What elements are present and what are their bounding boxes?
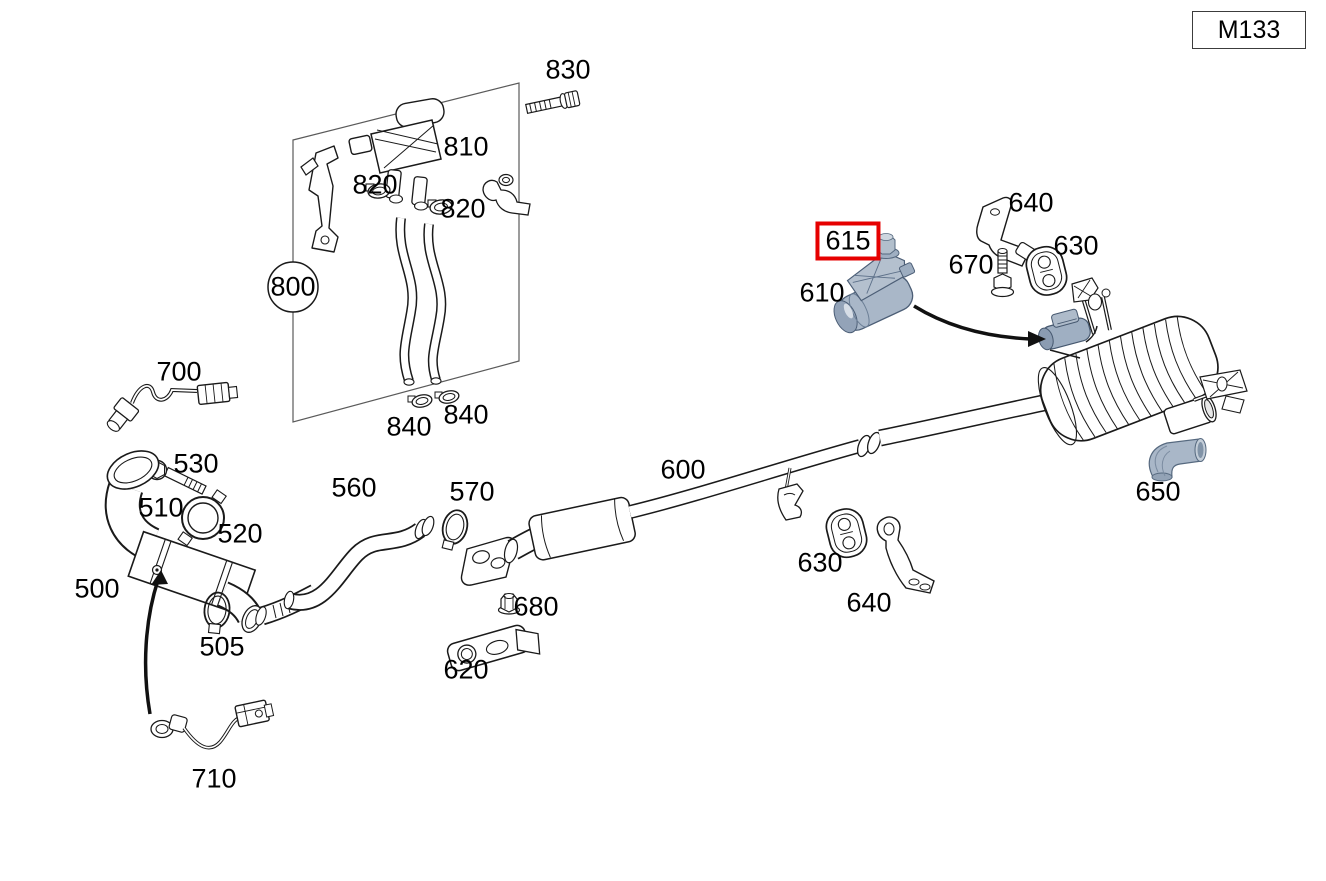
part-label-820[interactable]: 820 bbox=[352, 169, 398, 200]
part-label-680[interactable]: 680 bbox=[513, 591, 559, 622]
sensor-bracket bbox=[300, 145, 339, 253]
part-label-820[interactable]: 820 bbox=[440, 193, 486, 224]
part-label-810[interactable]: 810 bbox=[443, 131, 489, 162]
tail-pipe-650 bbox=[1148, 438, 1207, 482]
hose-clamp-820-a bbox=[365, 183, 391, 199]
clamp-510-520 bbox=[177, 489, 227, 547]
exhaust-flap-actuator-610 bbox=[833, 251, 916, 334]
rear-muffler bbox=[1037, 277, 1248, 446]
bolt-670 bbox=[990, 248, 1015, 298]
part-label-600[interactable]: 600 bbox=[660, 454, 706, 485]
muffler-hanger-right bbox=[1193, 369, 1248, 414]
part-label-840[interactable]: 840 bbox=[386, 411, 432, 442]
pressure-sensor-810 bbox=[348, 98, 445, 211]
bolt-830 bbox=[525, 90, 581, 115]
part-label-830[interactable]: 830 bbox=[545, 54, 591, 85]
nut-680 bbox=[497, 593, 521, 615]
bracket-640-bottom bbox=[876, 516, 935, 594]
part-label-530[interactable]: 530 bbox=[173, 448, 219, 479]
part-label-500[interactable]: 500 bbox=[74, 573, 120, 604]
center-pipe-600 bbox=[503, 393, 1050, 564]
flange-plate bbox=[460, 536, 516, 586]
rubber-mount-630-bottom bbox=[825, 508, 868, 559]
hose-clamp-840-a bbox=[407, 394, 433, 408]
part-label-570[interactable]: 570 bbox=[449, 476, 495, 507]
part-label-800[interactable]: 800 bbox=[270, 271, 316, 302]
arrow-to-catalytic-converter bbox=[143, 570, 168, 715]
part-label-630[interactable]: 630 bbox=[1053, 230, 1099, 261]
part-label-640[interactable]: 640 bbox=[846, 587, 892, 618]
callout-circle-800 bbox=[267, 261, 319, 313]
part-label-610[interactable]: 610 bbox=[799, 277, 845, 308]
clamp-505 bbox=[203, 591, 231, 635]
pipe-hanger-bracket bbox=[777, 467, 804, 521]
model-code-badge: M133 bbox=[1192, 11, 1306, 49]
part-label-620[interactable]: 620 bbox=[443, 654, 489, 685]
clamp-570 bbox=[441, 509, 469, 551]
hose-clamp-840-b bbox=[434, 390, 460, 404]
support-bracket bbox=[482, 173, 531, 216]
arrow-to-muffler-flap bbox=[913, 304, 1046, 347]
part-label-560[interactable]: 560 bbox=[331, 472, 377, 503]
exhaust-flap-actuator-installed bbox=[1038, 308, 1091, 351]
oxygen-sensor-710 bbox=[150, 699, 275, 750]
part-label-650[interactable]: 650 bbox=[1135, 476, 1181, 507]
part-label-630[interactable]: 630 bbox=[797, 547, 843, 578]
front-pipe-560 bbox=[283, 515, 435, 611]
part-label-615[interactable]: 615 bbox=[815, 221, 881, 261]
rubber-mount-630-top bbox=[1025, 245, 1068, 296]
oxygen-sensor-700 bbox=[106, 381, 239, 432]
part-label-840[interactable]: 840 bbox=[443, 399, 489, 430]
part-label-520[interactable]: 520 bbox=[217, 518, 263, 549]
bracket-620 bbox=[446, 624, 541, 672]
muffler-hangers-top bbox=[1071, 277, 1112, 335]
part-label-670[interactable]: 670 bbox=[948, 249, 994, 280]
part-label-710[interactable]: 710 bbox=[191, 763, 237, 794]
hoses-800 bbox=[395, 217, 447, 386]
part-label-505[interactable]: 505 bbox=[199, 631, 245, 662]
part-label-510[interactable]: 510 bbox=[138, 492, 184, 523]
hose-clamp-820-b bbox=[427, 199, 453, 215]
part-label-640[interactable]: 640 bbox=[1008, 187, 1054, 218]
part-label-700[interactable]: 700 bbox=[156, 356, 202, 387]
